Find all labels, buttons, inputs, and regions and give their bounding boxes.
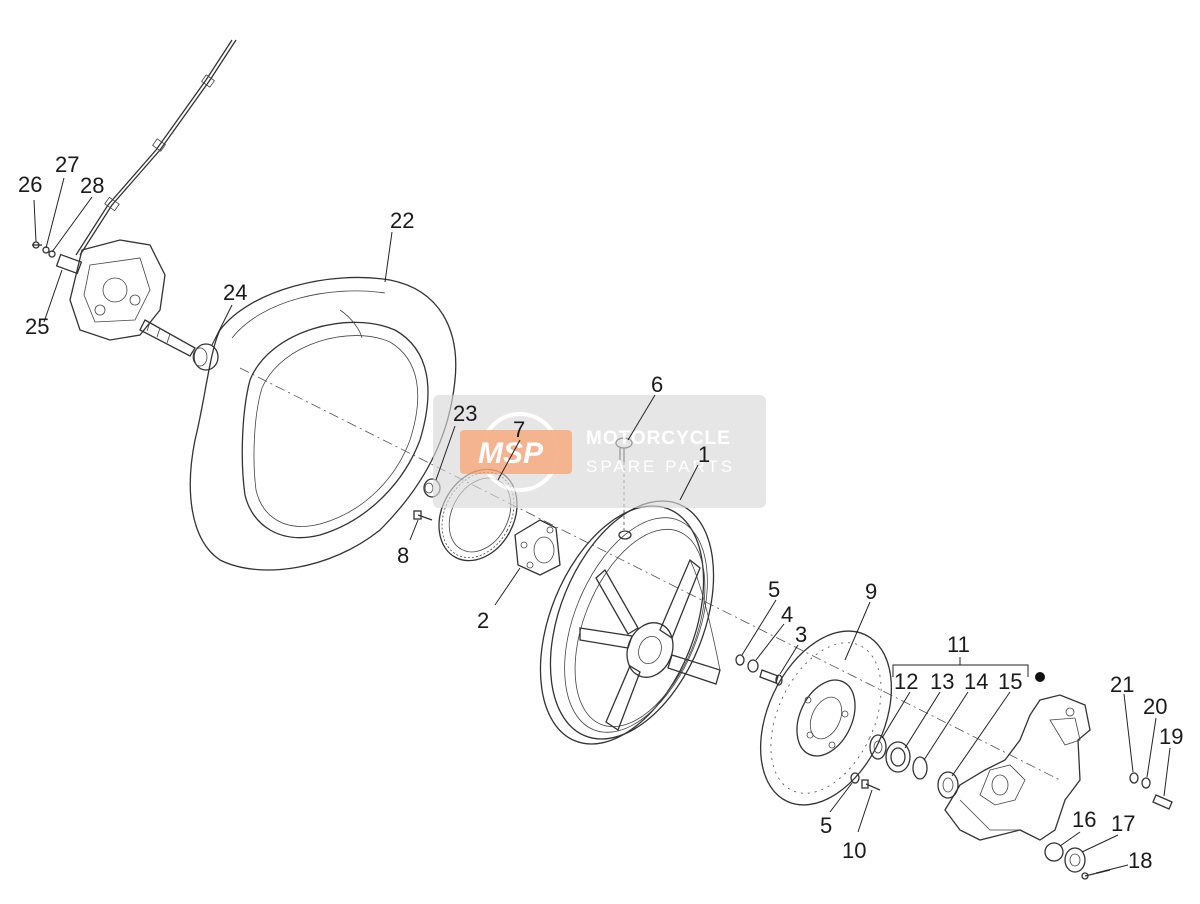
watermark-box (433, 395, 766, 508)
wheel-axis-line (239, 367, 1061, 781)
washer-and-screw-10 (850, 772, 881, 791)
watermark: MSP MOTORCYCLE SPARE PARTS (433, 395, 766, 508)
kit-bracket (892, 657, 1045, 682)
callout-18: 18 (1128, 848, 1152, 873)
callout-13: 13 (930, 669, 954, 694)
callout-3: 3 (795, 622, 807, 647)
washers-and-bolt (735, 654, 783, 686)
callout-15: 15 (998, 669, 1022, 694)
callout-5-bottom: 5 (820, 813, 832, 838)
fixing-bolts-19-21 (1129, 772, 1173, 810)
wheel-rim (539, 500, 721, 745)
callout-6: 6 (651, 372, 663, 397)
swing-arm (944, 694, 1091, 841)
callout-1: 1 (698, 442, 710, 467)
callout-22: 22 (390, 208, 414, 233)
spacer-24 (192, 343, 219, 371)
callout-4: 4 (781, 602, 793, 627)
axle-nut-and-pin (1044, 842, 1111, 880)
speedometer-drive-unit (69, 239, 196, 357)
callout-7: 7 (513, 417, 525, 442)
callout-28: 28 (80, 173, 104, 198)
tyre (189, 276, 457, 571)
callout-21: 21 (1110, 672, 1134, 697)
callout-26: 26 (18, 172, 42, 197)
callout-16: 16 (1072, 807, 1096, 832)
callout-24: 24 (223, 280, 247, 305)
watermark-logo: MSP (478, 437, 544, 470)
callout-27: 27 (55, 152, 79, 177)
brake-disc (759, 630, 893, 806)
watermark-subtitle: SPARE PARTS (586, 457, 735, 476)
callout-20: 20 (1143, 694, 1167, 719)
hub-flange (514, 519, 561, 576)
callout-9: 9 (865, 579, 877, 604)
callout-10: 10 (842, 838, 866, 863)
callouts: 1 2 3 4 5 5 6 7 8 9 10 11 12 13 14 15 16… (18, 152, 1183, 873)
callout-14: 14 (964, 669, 988, 694)
callout-2: 2 (477, 608, 489, 633)
leader-lines (33, 177, 1171, 874)
callout-17: 17 (1111, 811, 1135, 836)
callout-8: 8 (397, 543, 409, 568)
callout-23: 23 (453, 401, 477, 426)
speedometer-cable (32, 39, 237, 275)
callout-5-top: 5 (768, 577, 780, 602)
callout-12: 12 (894, 669, 918, 694)
callout-19: 19 (1159, 724, 1183, 749)
callout-25: 25 (25, 314, 49, 339)
callout-11: 11 (947, 632, 970, 657)
watermark-title: MOTORCYCLE (586, 428, 731, 449)
bearing-kit (869, 734, 959, 799)
watermark-logo-badge (460, 430, 572, 474)
screw-8 (413, 510, 433, 521)
